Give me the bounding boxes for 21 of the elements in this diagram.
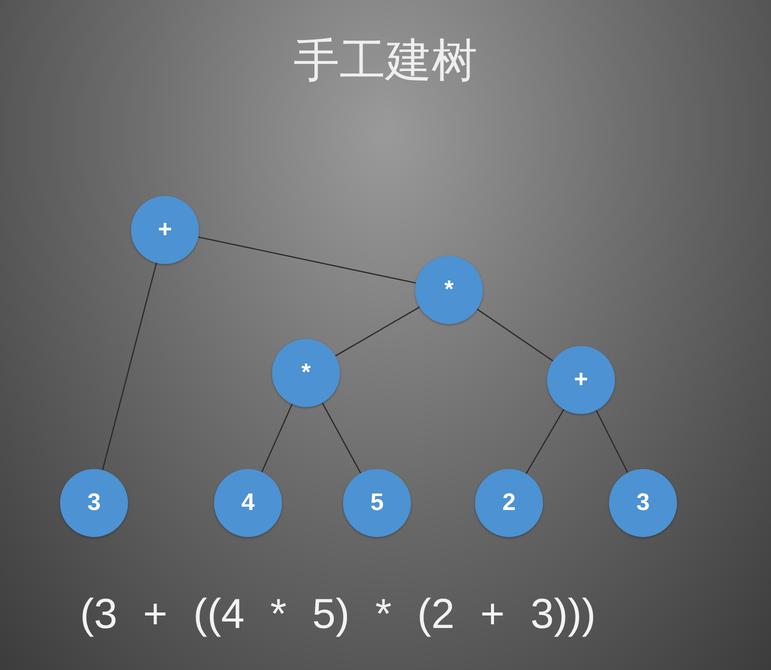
node-symbol: + [574,366,588,394]
title: 手工建树 [294,32,478,89]
circle-node [415,256,483,324]
node-symbol: + [158,216,172,244]
circle-node [272,339,340,407]
node-symbol: 5 [370,489,384,517]
node-symbol: 3 [87,489,101,517]
tree-edge [102,262,158,470]
tree-edge [526,409,564,474]
node-symbol: * [301,359,311,387]
node-symbol: 2 [502,489,516,517]
tree-edge [322,402,362,474]
tree-edge [596,410,628,473]
tree-edge [335,306,420,356]
node-symbol: 4 [241,489,255,517]
node-symbol: * [444,276,454,304]
tree-edge [198,236,416,284]
node-symbol: 3 [636,489,650,517]
tree-edge [476,308,554,362]
tree-edge [261,404,293,472]
expression-text: (3 + ((4 * 5) * (2 + 3))) [80,590,596,638]
